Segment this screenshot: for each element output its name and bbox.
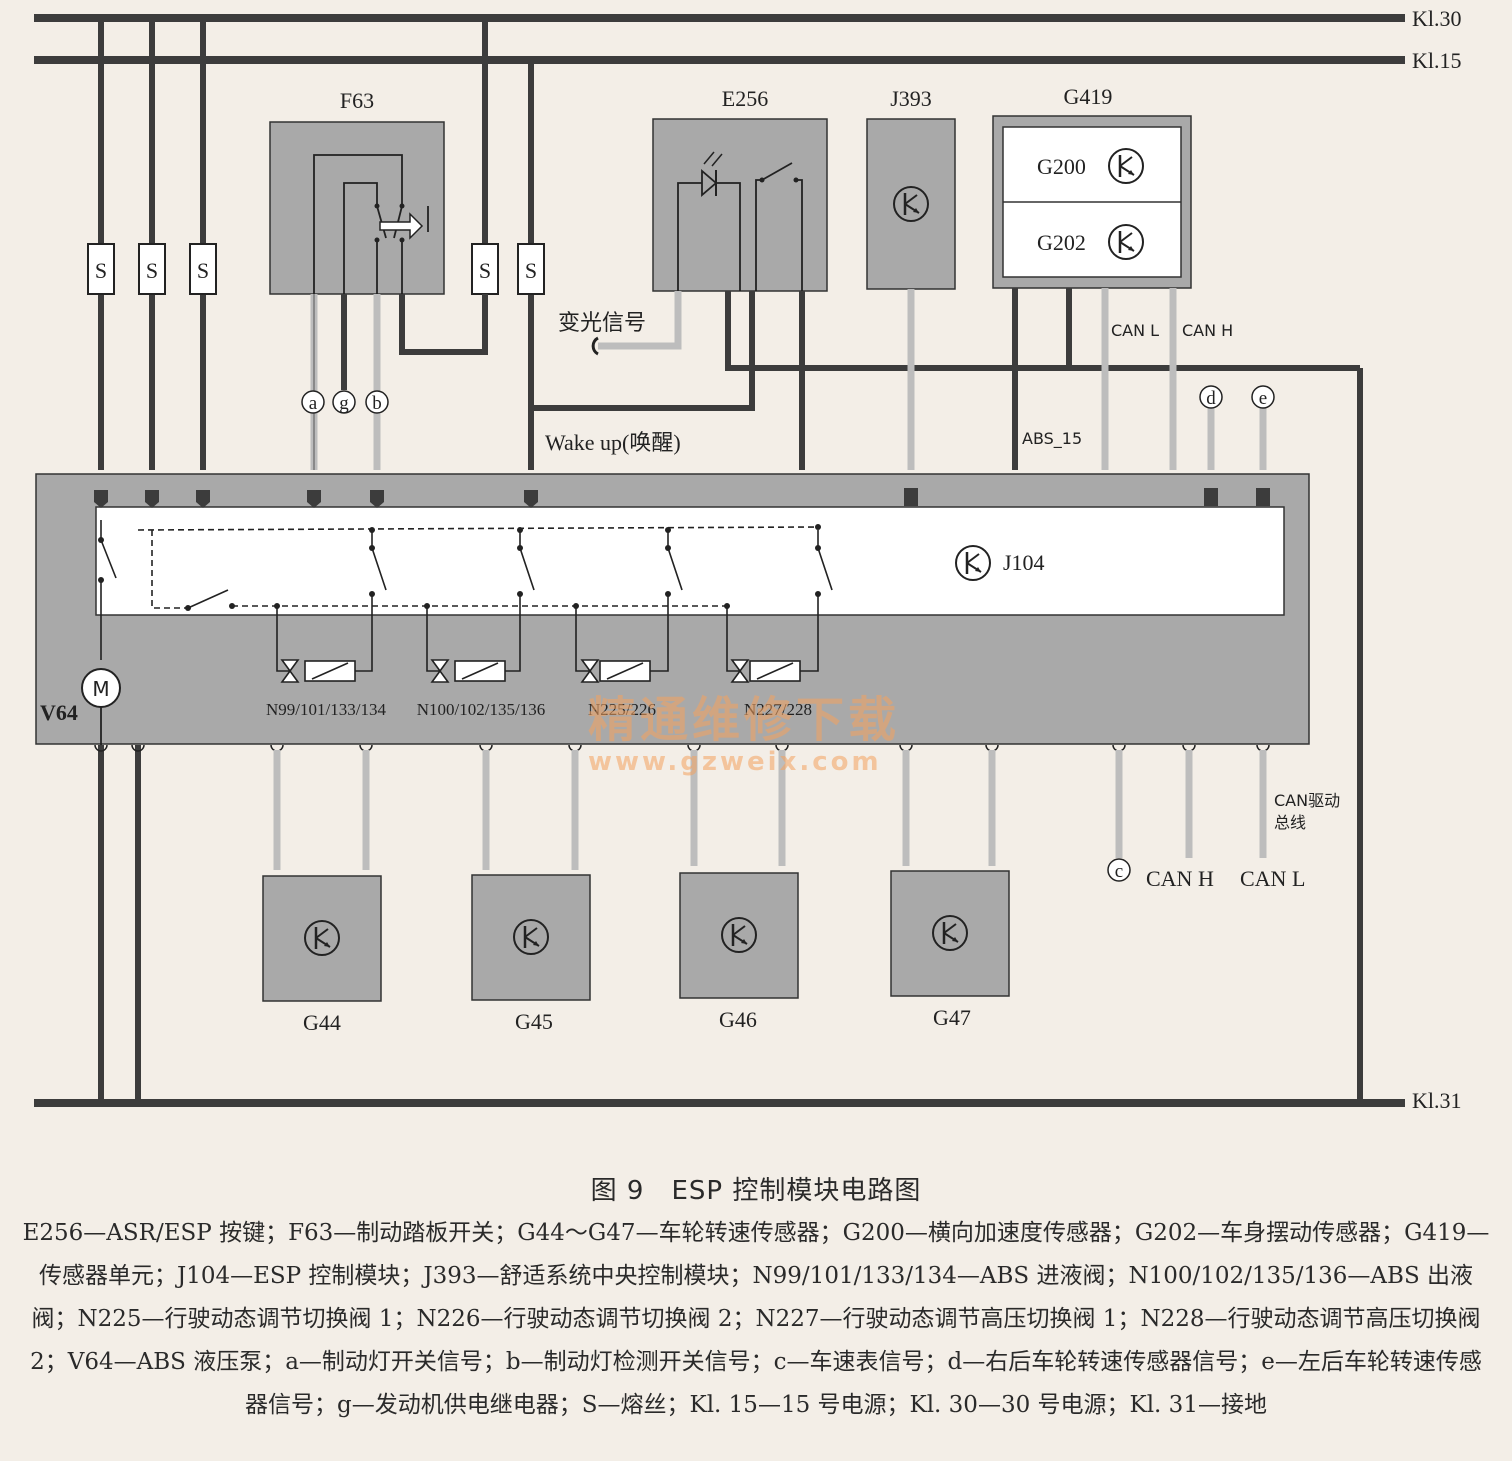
g202-label: G202 [1037, 230, 1086, 255]
marker-e: e [1251, 385, 1275, 409]
valve-label-1: N99/101/133/134 [266, 700, 386, 719]
kl30-rail: Kl.30 [34, 6, 1462, 31]
figure-legend: E256—ASR/ESP 按键；F63—制动踏板开关；G44～G47—车轮转速传… [22, 1220, 1490, 1418]
can-l-top-label: CAN L [1111, 321, 1159, 340]
valve-n100 [430, 659, 506, 683]
marker-d: d [1199, 385, 1223, 409]
can-l-bottom-label: CAN L [1240, 866, 1305, 891]
g419-wires [1012, 288, 1267, 470]
g46-sensor: G46 [679, 872, 799, 1032]
svg-text:g: g [339, 393, 349, 414]
e256-label: E256 [722, 86, 768, 111]
kl15-label: Kl.15 [1412, 48, 1462, 73]
marker-g: g [332, 390, 356, 414]
g419-label: G419 [1064, 84, 1113, 109]
esp-circuit-diagram: Kl.30 Kl.15 Kl.31 S S S S S F63 [34, 6, 1462, 1113]
j104-label: J104 [1003, 550, 1045, 575]
svg-text:a: a [309, 393, 318, 414]
can-h-top-label: CAN H [1182, 321, 1233, 340]
motor-symbol: M [92, 677, 109, 701]
valve-label-3: N225/226 [588, 700, 656, 719]
abs15-label: ABS_15 [1022, 429, 1082, 449]
svg-text:e: e [1259, 388, 1267, 409]
kl15-rail: Kl.15 [34, 48, 1462, 73]
g47-label: G47 [933, 1005, 971, 1030]
marker-a: a [301, 390, 325, 414]
can-h-bottom-label: CAN H [1146, 866, 1214, 891]
kl30-label: Kl.30 [1412, 6, 1462, 31]
wheel-sensor-wires [273, 750, 1267, 870]
valve-symbols [280, 659, 801, 683]
figure-caption: 图 9 ESP 控制模块电路图 [590, 1176, 922, 1206]
watermark-cn: 精通维修下载 [588, 692, 900, 748]
fuses: S S S S S [87, 243, 545, 295]
can-bus-label-2: 总线 [1274, 813, 1306, 832]
g46-label: G46 [719, 1007, 757, 1032]
wakeup-label: Wake up(唤醒) [545, 430, 681, 455]
svg-text:c: c [1115, 861, 1123, 882]
e256-button: E256 [652, 86, 828, 292]
g45-sensor: G45 [471, 874, 591, 1034]
j393-module: J393 [866, 86, 956, 470]
svg-text:S: S [525, 258, 537, 283]
valve-n225 [580, 659, 651, 683]
watermark-url: www.gzweix.com [588, 747, 882, 777]
j393-label: J393 [890, 86, 932, 111]
svg-text:S: S [146, 258, 158, 283]
f63-wires [310, 294, 488, 470]
fuse-3: S [189, 243, 217, 295]
g419-unit: G419 G200 G202 [992, 84, 1192, 289]
f63-switch: F63 [269, 88, 445, 295]
marker-c: c [1107, 858, 1131, 882]
valve-n227 [730, 659, 801, 683]
e256-wires [531, 291, 1360, 470]
marker-b: b [365, 390, 389, 414]
fuse-1: S [87, 243, 115, 295]
fuse-2: S [138, 243, 166, 295]
svg-text:S: S [95, 258, 107, 283]
valve-label-2: N100/102/135/136 [417, 700, 545, 719]
svg-text:b: b [372, 393, 382, 414]
valve-label-4: N227/228 [744, 700, 812, 719]
svg-text:d: d [1206, 388, 1216, 409]
fuse-4: S [471, 243, 499, 295]
valve-n99 [280, 659, 356, 683]
g45-label: G45 [515, 1009, 553, 1034]
v64-motor: M V64 [40, 668, 121, 745]
fuse-5: S [517, 243, 545, 295]
signal-markers: a g b d e c [301, 385, 1275, 882]
g44-sensor: G44 [262, 875, 382, 1035]
f63-label: F63 [340, 88, 374, 113]
svg-text:S: S [479, 258, 491, 283]
kl31-rail: Kl.31 [34, 1088, 1462, 1113]
g200-label: G200 [1037, 154, 1086, 179]
kl31-label: Kl.31 [1412, 1088, 1462, 1113]
dimming-signal-label: 变光信号 [558, 310, 646, 335]
can-bus-label-1: CAN驱动 [1274, 791, 1340, 810]
v64-label: V64 [40, 700, 78, 725]
j104-module: J104 [35, 473, 1310, 752]
g47-sensor: G47 [890, 870, 1010, 1030]
g44-label: G44 [303, 1010, 341, 1035]
svg-text:S: S [197, 258, 209, 283]
